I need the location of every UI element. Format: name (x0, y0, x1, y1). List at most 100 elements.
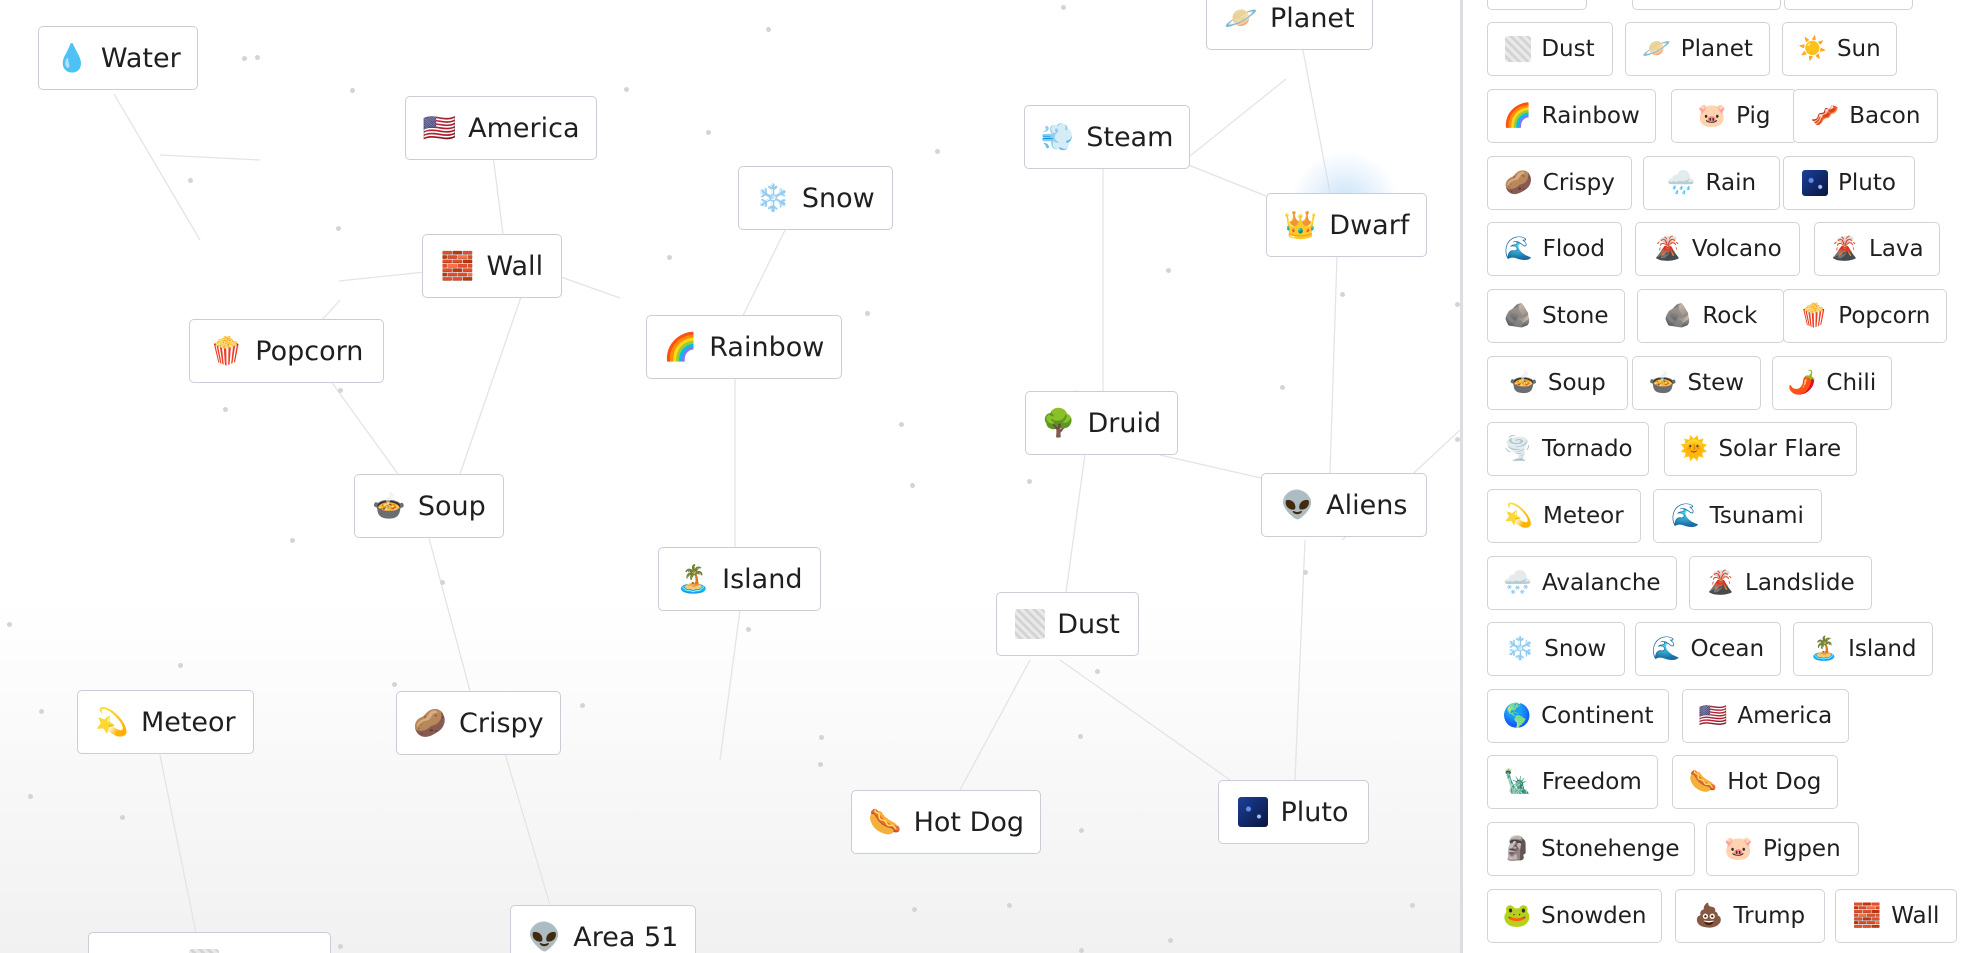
sidebar-element-chip[interactable] (1784, 0, 1913, 10)
canvas-element-tile[interactable]: 👑Dwarf (1266, 193, 1427, 257)
canvas-element-tile[interactable]: Pluto (1218, 780, 1369, 844)
volcano-icon: 🌋 (1653, 235, 1682, 262)
sidebar-element-chip[interactable]: 🌨️Avalanche (1487, 556, 1677, 610)
volcano-icon: 🌋 (1830, 235, 1859, 262)
canvas-element-tile[interactable] (88, 932, 331, 953)
crafting-canvas[interactable]: 💧Water 🇺🇸America ❄️ Snow 💨Steam 🪐Planet 👑Dwarf… (0, 0, 1460, 953)
connection-line (1294, 539, 1306, 781)
pig-icon: 🐷 (1724, 835, 1753, 862)
element-label: Chili (1826, 370, 1877, 396)
canvas-element-tile[interactable]: 🌈Rainbow (646, 315, 842, 379)
sidebar-element-chip[interactable] (1632, 0, 1781, 10)
dust-blank-icon (1505, 36, 1532, 62)
sidebar-element-chip[interactable]: 🏝️Island (1793, 622, 1933, 676)
alien-icon: 👽 (1280, 489, 1315, 521)
canvas-element-tile[interactable]: 🌳Druid (1025, 391, 1178, 455)
sidebar-element-chip[interactable]: Pluto (1783, 156, 1915, 210)
canvas-element-tile[interactable]: 🧱Wall (422, 234, 562, 298)
connection-line (1189, 78, 1287, 157)
element-label: Stew (1687, 370, 1745, 396)
sidebar-element-chip[interactable]: 🪐Planet (1625, 22, 1770, 76)
background-dot (188, 178, 193, 183)
background-dot (39, 709, 44, 714)
sidebar-element-chip[interactable]: 🧱Wall (1835, 889, 1957, 943)
canvas-element-tile[interactable]: 👽Area 51 (510, 905, 696, 953)
snowflake-icon: ❄️ (756, 182, 790, 214)
sidebar-element-chip[interactable]: 🇺🇸America (1682, 689, 1849, 743)
rain-cloud-icon: 🌧️ (1666, 169, 1696, 196)
sidebar-element-chip[interactable]: 🌧️Rain (1643, 156, 1780, 210)
connection-line (959, 659, 1031, 791)
sidebar-element-chip[interactable]: 🌊Tsunami (1653, 489, 1822, 543)
sidebar-element-chip[interactable]: 💫Meteor (1487, 489, 1641, 543)
sidebar-element-chip[interactable]: 🍲Soup (1487, 356, 1628, 410)
canvas-element-tile[interactable]: 🍲Soup (354, 474, 504, 538)
elements-sidebar[interactable]: Dust🪐Planet☀️Sun 🌈Rainbow 🐷Pig🥓Bacon 🥔Crisp… (1460, 0, 1963, 953)
sidebar-element-chip[interactable]: 🗽Freedom (1487, 755, 1658, 809)
sidebar-element-chip[interactable]: 🪨Rock (1637, 289, 1784, 343)
sidebar-element-chip[interactable]: 🐷Pig (1671, 89, 1797, 143)
element-label: Snow (801, 182, 875, 214)
potato-icon: 🥔 (1504, 169, 1533, 196)
canvas-element-tile[interactable]: 💫Meteor (77, 690, 254, 754)
pig-icon: 🐷 (1697, 102, 1727, 129)
sidebar-element-chip[interactable] (1487, 0, 1587, 10)
canvas-element-tile[interactable]: 🍿Popcorn (189, 319, 384, 383)
sidebar-element-chip[interactable]: 🥔Crispy (1487, 156, 1632, 210)
canvas-element-tile[interactable]: 💨Steam (1024, 105, 1190, 169)
sidebar-element-chip[interactable]: 🥓Bacon (1793, 89, 1938, 143)
element-label: Avalanche (1542, 570, 1661, 596)
sidebar-element-chip[interactable]: 🍲Stew (1632, 356, 1761, 410)
canvas-element-tile[interactable]: 🇺🇸America (405, 96, 597, 160)
sidebar-element-chip[interactable]: 💩Trump (1675, 889, 1825, 943)
element-label: Hot Dog (1727, 769, 1822, 795)
sidebar-element-chip[interactable]: ❄️Snow (1487, 622, 1625, 676)
dust-blank-icon (1015, 609, 1046, 639)
sidebar-element-chip[interactable]: 🌋Landslide (1689, 556, 1872, 610)
sun-face-icon: 🌞 (1679, 435, 1709, 462)
canvas-element-tile[interactable]: 🌭Hot Dog (851, 790, 1041, 854)
sidebar-element-chip[interactable]: 🪨Stone (1487, 289, 1625, 343)
sidebar-element-chip[interactable]: 🌞Solar Flare (1664, 422, 1857, 476)
background-dot (223, 407, 228, 412)
connection-line (113, 93, 201, 241)
background-dot (338, 388, 343, 393)
sidebar-element-chip[interactable]: 🌊Flood (1487, 222, 1622, 276)
sidebar-element-chip[interactable]: 🌭Hot Dog (1672, 755, 1838, 809)
bacon-icon: 🥓 (1810, 102, 1840, 129)
canvas-element-tile[interactable]: 💧Water (38, 26, 198, 90)
sidebar-element-chip[interactable]: 🐷Pigpen (1706, 822, 1859, 876)
canvas-element-tile[interactable]: 👽Aliens (1261, 473, 1427, 537)
sidebar-element-chip[interactable]: 🗿Stonehenge (1487, 822, 1695, 876)
sidebar-element-chip[interactable]: 🌋Lava (1814, 222, 1940, 276)
us-flag-icon: 🇺🇸 (1698, 702, 1728, 729)
canvas-element-tile[interactable]: ❄️ Snow (738, 166, 893, 230)
sidebar-element-chip[interactable]: 🍿Popcorn (1783, 289, 1947, 343)
background-dot (580, 703, 585, 708)
sidebar-element-chip[interactable]: 🌋Volcano (1635, 222, 1800, 276)
element-label: Tornado (1542, 436, 1633, 462)
canvas-element-tile[interactable]: 🪐Planet (1206, 0, 1373, 50)
sidebar-element-chip[interactable]: Dust (1487, 22, 1613, 76)
connection-line (459, 270, 531, 475)
sidebar-element-chip[interactable]: 🌶️ Chili (1772, 356, 1892, 410)
canvas-element-tile[interactable]: Dust (996, 592, 1139, 656)
canvas-element-tile[interactable]: 🏝️Island (658, 547, 821, 611)
volcano-icon: 🌋 (1706, 569, 1736, 596)
sidebar-element-chip[interactable]: ☀️Sun (1782, 22, 1897, 76)
canvas-element-tile[interactable]: 🥔Crispy (396, 691, 561, 755)
snowflake-icon: ❄️ (1505, 635, 1535, 662)
sidebar-element-chip[interactable]: 🌈Rainbow (1487, 89, 1656, 143)
background-dot (667, 255, 672, 260)
rainbow-icon: 🌈 (663, 331, 698, 363)
sidebar-element-chip[interactable]: 🌊Ocean (1635, 622, 1781, 676)
background-dot (120, 815, 125, 820)
popcorn-icon: 🍿 (1799, 302, 1829, 329)
connection-line (1059, 659, 1231, 781)
sidebar-element-chip[interactable]: 🌪️Tornado (1487, 422, 1649, 476)
rock-icon: 🪨 (1503, 302, 1533, 329)
chili-pepper-icon: 🌶️ (1787, 369, 1817, 396)
sidebar-element-chip[interactable]: 🐸Snowden (1487, 889, 1662, 943)
sidebar-element-chip[interactable]: 🌎Continent (1487, 689, 1669, 743)
connection-line (159, 154, 261, 161)
